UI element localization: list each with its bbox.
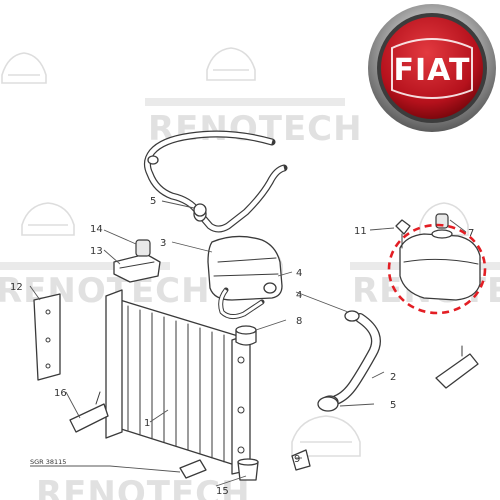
watermark-car (1, 52, 47, 84)
grommet (235, 325, 257, 346)
callout-5b: 5 (390, 400, 396, 411)
radiator-fins (127, 305, 225, 463)
callout-14: 14 (90, 224, 103, 235)
sheet-code: SGR 38115 (30, 458, 66, 466)
callout-9: 9 (294, 454, 300, 465)
callout-13: 13 (90, 246, 103, 257)
watermark-text: RENOTECH (148, 109, 363, 149)
callout-4b: 4 (296, 290, 302, 301)
callout-15: 15 (216, 486, 229, 497)
lower-mount (179, 459, 207, 479)
expansion-tank (395, 213, 481, 301)
mount-bracket (113, 239, 161, 283)
callout-3: 3 (160, 238, 166, 249)
highlight-ring (387, 223, 487, 315)
callout-12: 12 (10, 282, 23, 293)
callouts: 1 2 3 4 4 5 5 7 8 9 11 12 13 14 15 16 (10, 196, 474, 497)
callout-5a: 5 (150, 196, 156, 207)
callout-4a: 4 (296, 268, 302, 279)
fiat-logo: FIAT (368, 4, 496, 132)
tank-bracket (435, 345, 479, 389)
callout-7: 7 (468, 228, 474, 239)
clamp-top (193, 203, 207, 217)
side-deflector (33, 293, 61, 381)
lower-bracket (69, 391, 109, 433)
watermark-texts: RENOTECH RENOTECH RENOTECH RENOTECH (0, 98, 500, 500)
watermark-text: RENOTECH (36, 474, 251, 500)
watermark-car (291, 415, 361, 457)
thermostat-housing (207, 235, 283, 320)
callout-2: 2 (390, 372, 396, 383)
leader-lines (29, 200, 467, 487)
watermark-text: RENOTECH (0, 271, 211, 311)
callout-1: 1 (144, 418, 150, 429)
fiat-logo-text: FIAT (393, 53, 470, 88)
callout-8: 8 (296, 316, 302, 327)
drain-plug (237, 458, 259, 481)
watermark-car (21, 202, 75, 236)
clamp-ring (317, 396, 339, 412)
radiator (105, 289, 251, 475)
watermark-car (419, 202, 469, 236)
hose-clip (291, 449, 311, 471)
callout-16: 16 (54, 388, 67, 399)
lower-hose (321, 310, 381, 409)
watermark-car (206, 47, 256, 81)
callout-11: 11 (354, 226, 367, 237)
